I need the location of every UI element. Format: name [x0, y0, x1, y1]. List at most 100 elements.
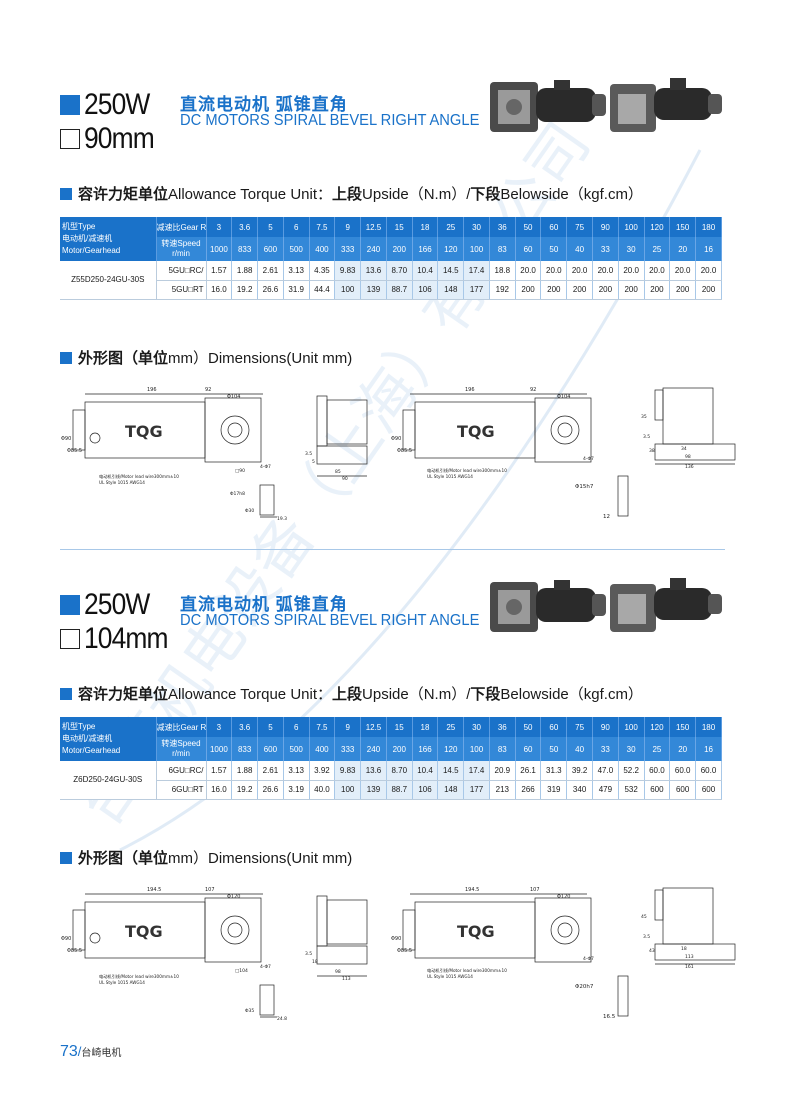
- torque-cell: 60.0: [695, 761, 722, 781]
- speed-cell: 200: [386, 737, 413, 761]
- ratio-cell: 18: [412, 217, 439, 237]
- dim-label: 92: [205, 387, 211, 393]
- torque-cell: 177: [463, 280, 490, 300]
- tqg-logo: TQG: [125, 422, 163, 441]
- speed-label-cell: 转速Speed r/min: [156, 237, 207, 261]
- speed-cell: 400: [309, 237, 336, 261]
- ratio-cell: 36: [489, 217, 516, 237]
- torque-cell: 88.7: [386, 780, 413, 800]
- dimensions-title: 外形图（单位 mm）Dimensions(Unit mm): [60, 347, 352, 368]
- torque-unit-line: 容许力矩单位 Allowance Torque Unit： 上段 Upside（…: [60, 183, 643, 204]
- title-cn: 直流电动机 弧锥直角: [180, 595, 348, 614]
- speed-cell: 30: [618, 237, 645, 261]
- speed-cell: 120: [437, 737, 465, 761]
- torque-cell: 139: [360, 280, 387, 300]
- ratio-cell: 120: [644, 717, 671, 737]
- dim-label: Φ20h7: [575, 984, 594, 990]
- ratio-cell: 5: [257, 217, 284, 237]
- dim-label: 18: [681, 946, 687, 952]
- model-cell: Z55D250-24GU-30S: [60, 261, 157, 300]
- motor-photo-1: [490, 580, 606, 632]
- speed-cell: 500: [283, 737, 310, 761]
- motor-photos: [490, 578, 722, 632]
- dim-label: 107: [530, 887, 540, 893]
- speed-cell: 400: [309, 737, 336, 761]
- ratio-cell: 75: [566, 217, 593, 237]
- dim-label: Φ85.5: [67, 448, 82, 454]
- torque-cell: 600: [669, 780, 697, 800]
- ratio-label-cell: 减速比Gear Ratio: [156, 217, 207, 237]
- dim-label: 24.8: [277, 1016, 287, 1022]
- model-cell: Z6D250-24GU-30S: [60, 761, 157, 800]
- speed-cell: 33: [592, 237, 619, 261]
- ratio-cell: 12.5: [360, 217, 387, 237]
- ratio-cell: 50: [515, 217, 542, 237]
- ratio-cell: 75: [566, 717, 593, 737]
- torque-cell: 9.83: [334, 761, 362, 781]
- speed-cell: 50: [540, 237, 568, 261]
- torque-cell: 3.13: [283, 761, 310, 781]
- dim-label: UL Style 1015 AWG14: [427, 474, 473, 479]
- torque-cell: 1.88: [231, 261, 259, 281]
- torque-cell: 100: [334, 280, 362, 300]
- gearhead-cell: 6GU□RC/: [156, 761, 207, 781]
- torque-cell: 20.0: [566, 261, 593, 281]
- torque-cell: 26.6: [257, 780, 284, 800]
- dim-label: 18: [312, 959, 318, 965]
- dim-label: 196: [465, 387, 475, 393]
- speed-cell: 1000: [206, 737, 233, 761]
- ratio-label-cell: 减速比Gear Ratio: [156, 717, 207, 737]
- ratio-cell: 100: [618, 717, 645, 737]
- filled-square-icon: [60, 95, 80, 115]
- bullet-square-icon: [60, 687, 72, 700]
- torque-cell: 13.6: [360, 261, 387, 281]
- torque-unit-line: 容许力矩单位 Allowance Torque Unit： 上段 Upside（…: [60, 683, 643, 704]
- torque-cell: 20.0: [540, 261, 568, 281]
- torque-cell: 20.0: [515, 261, 542, 281]
- speed-cell: 600: [257, 237, 284, 261]
- title-en: DC MOTORS SPIRAL BEVEL RIGHT ANGLE: [180, 612, 480, 629]
- speed-cell: 166: [412, 737, 439, 761]
- ratio-cell: 150: [669, 717, 697, 737]
- dim-label: Φ85.5: [397, 448, 412, 454]
- torque-cell: 192: [489, 280, 516, 300]
- dim-label: 电动机引线/Motor lead wire300mm±10: [427, 467, 507, 474]
- speed-cell: 60: [515, 237, 542, 261]
- dim-label: 98: [685, 454, 691, 460]
- speed-cell: 240: [360, 237, 387, 261]
- torque-cell: 479: [592, 780, 619, 800]
- torque-cell: 532: [618, 780, 645, 800]
- dim-label: □104: [235, 968, 248, 974]
- torque-cell: 1.88: [231, 761, 259, 781]
- torque-cell: 213: [489, 780, 516, 800]
- torque-cell: 26.6: [257, 280, 284, 300]
- dim-label: UL Style 1015 AWG14: [427, 974, 473, 979]
- torque-cell: 14.5: [437, 761, 465, 781]
- ratio-cell: 90: [592, 217, 619, 237]
- speed-cell: 333: [334, 737, 362, 761]
- torque-cell: 18.8: [489, 261, 516, 281]
- ratio-cell: 18: [412, 717, 439, 737]
- torque-cell: 8.70: [386, 261, 413, 281]
- torque-cell: 31.3: [540, 761, 568, 781]
- dim-label: 35: [641, 414, 647, 420]
- ratio-cell: 15: [386, 217, 413, 237]
- speed-cell: 166: [412, 237, 439, 261]
- dim-label: 107: [205, 887, 215, 893]
- ratio-cell: 120: [644, 217, 671, 237]
- dim-label: 136: [685, 464, 694, 470]
- ratio-cell: 12.5: [360, 717, 387, 737]
- dim-label: Φ120: [557, 894, 570, 900]
- torque-cell: 200: [644, 280, 671, 300]
- empty-square-icon: [60, 629, 80, 649]
